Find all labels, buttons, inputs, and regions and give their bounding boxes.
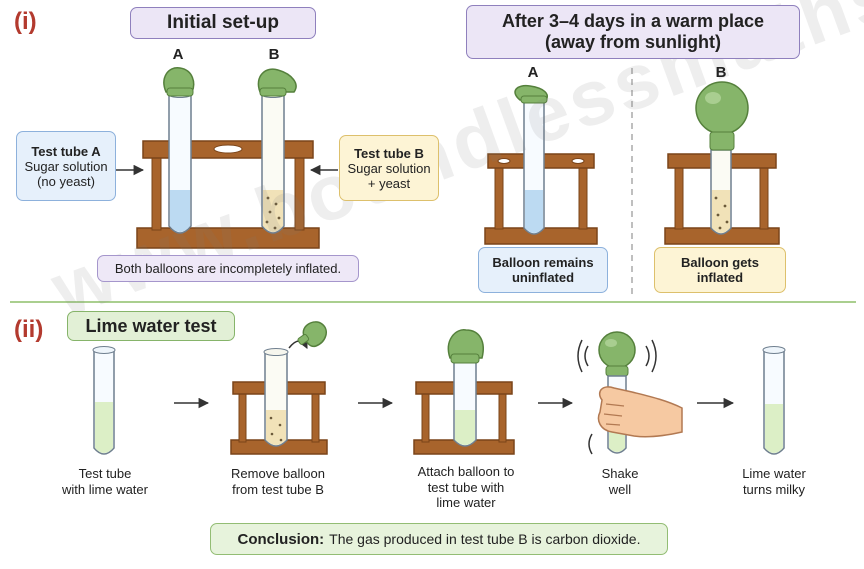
after-title: After 3–4 days in a warm place (away fro… — [466, 5, 800, 59]
step-4-caption: Shake well — [580, 466, 660, 497]
after-rack-a — [484, 84, 598, 245]
result-b: Balloon gets inflated — [654, 247, 786, 293]
result-b-line2: inflated — [696, 270, 744, 285]
test-tube-b-line1: Sugar solution — [347, 160, 431, 176]
step-4-line1: Shake — [601, 466, 639, 481]
step-5-line1: Lime water — [742, 466, 806, 481]
step-5-line2: turns milky — [742, 481, 806, 497]
step5-milky-tube — [762, 346, 786, 455]
after-rack-b — [664, 81, 780, 245]
after-title-line1: After 3–4 days in a warm place — [501, 11, 765, 31]
test-tube-b-title: Test tube B — [354, 145, 424, 161]
test-tube-a-line2: (no yeast) — [37, 173, 95, 189]
step-1-line1: Test tube — [78, 466, 132, 481]
test-tube-b-info: Test tube B Sugar solution + yeast — [339, 135, 439, 201]
step4-shake — [577, 331, 683, 455]
step1-lime-tube — [92, 346, 116, 455]
after-a-label: A — [527, 64, 539, 81]
test-tube-a-line1: Sugar solution — [24, 158, 108, 174]
step-3-line1: Attach balloon to — [417, 464, 515, 479]
step-3-line2: test tube with — [427, 479, 505, 495]
step-2-line2: from test tube B — [232, 481, 324, 497]
balloons-note: Both balloons are incompletely inflated. — [97, 255, 359, 282]
step-1-caption: Test tube with lime water — [40, 466, 170, 497]
step-3-line3: lime water — [436, 495, 496, 511]
lime-water-test-title: Lime water test — [67, 311, 235, 341]
tube-a-label: A — [172, 46, 184, 63]
balloon-b-deflated — [257, 68, 297, 97]
after-b-label: B — [715, 64, 727, 81]
tube-b-label: B — [268, 46, 280, 63]
step2-rack — [230, 321, 328, 455]
step-2-caption: Remove balloon from test tube B — [208, 466, 348, 497]
result-b-line1: Balloon gets — [680, 255, 759, 270]
section-label-i: (i) — [14, 8, 37, 35]
step-5-caption: Lime water turns milky — [722, 466, 826, 497]
initial-setup-title: Initial set-up — [130, 7, 316, 39]
result-a-line1: Balloon remains — [492, 255, 594, 270]
test-tube-a-title: Test tube A — [31, 143, 101, 159]
result-a: Balloon remains uninflated — [478, 247, 608, 293]
conclusion-label: Conclusion: — [237, 530, 325, 548]
step3-rack — [413, 329, 515, 455]
after-title-line2: (away from sunlight) — [544, 32, 721, 52]
result-a-line2: uninflated — [511, 270, 575, 285]
conclusion-text: The gas produced in test tube B is carbo… — [329, 531, 641, 547]
step-1-line2: with lime water — [62, 481, 148, 497]
test-tube-b-line2: + yeast — [367, 175, 411, 191]
balloon-a-deflated — [163, 67, 195, 97]
test-tube-a-info: Test tube A Sugar solution (no yeast) — [16, 131, 116, 201]
conclusion-box: Conclusion: The gas produced in test tub… — [210, 523, 668, 555]
step-4-line2: well — [608, 481, 632, 497]
step-3-caption: Attach balloon to test tube with lime wa… — [398, 464, 534, 511]
step-2-line1: Remove balloon — [231, 466, 325, 481]
section-label-ii: (ii) — [14, 316, 44, 343]
